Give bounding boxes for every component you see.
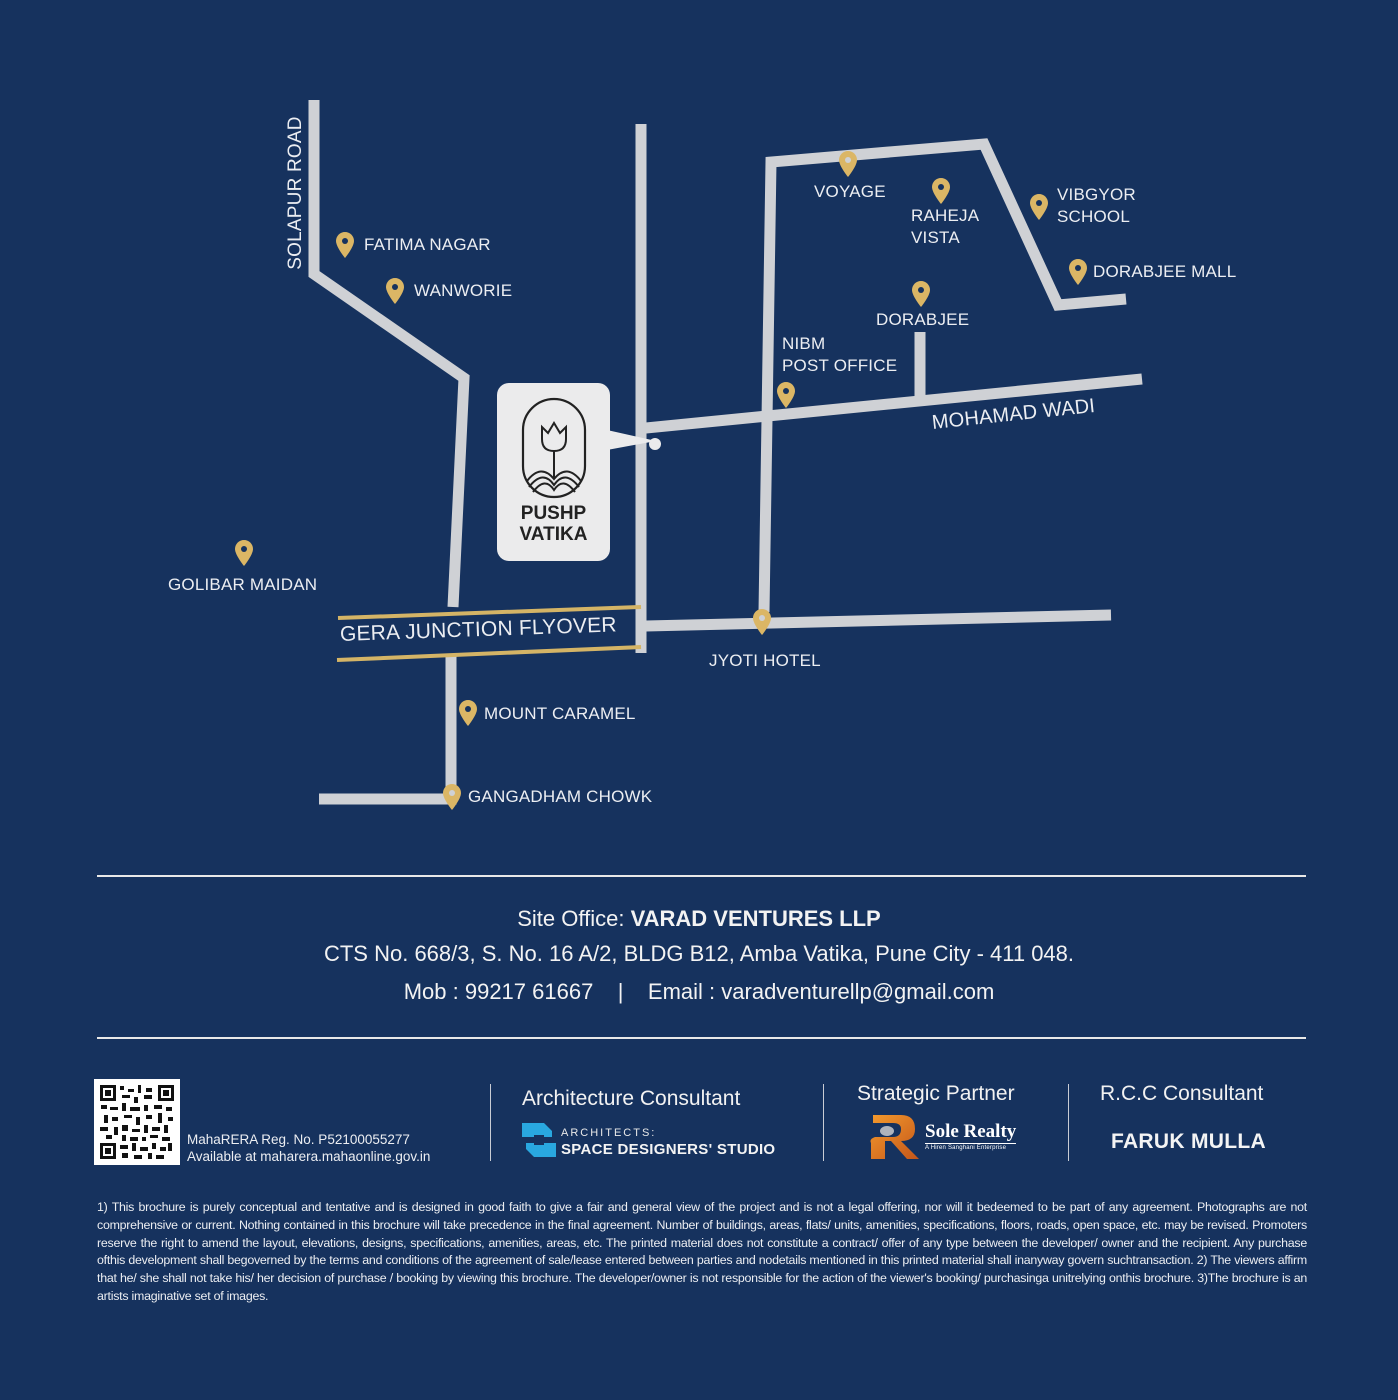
landmark-vibgyor-line1: VIBGYOR — [1057, 185, 1136, 204]
project-marker-card[interactable]: PUSHP VATIKA — [497, 383, 610, 561]
map-pin-icon — [777, 382, 795, 408]
landmark-nibm-line2: POST OFFICE — [782, 356, 898, 375]
strategic-partner-name: Sole Realty — [925, 1121, 1017, 1144]
space-designers-logo-icon — [522, 1123, 556, 1157]
road-label-solapur: SOLAPUR ROAD — [285, 116, 306, 270]
road-mount-caramel — [319, 656, 457, 805]
flyover-line-bottom — [336, 645, 642, 662]
project-name-line1: PUSHP — [520, 503, 587, 524]
tulip-logo-icon — [521, 397, 587, 499]
flyover-line-top — [337, 605, 642, 620]
landmark-vibgyor-line2: SCHOOL — [1057, 207, 1130, 226]
landmark-wanworie: WANWORIE — [414, 281, 513, 300]
landmark-vibgyor-school: VIBGYOR SCHOOL — [1057, 184, 1136, 228]
site-office-label: Site Office: — [517, 906, 631, 931]
strategic-partner-tagline: A Hiren Sanghani Enterprise — [925, 1145, 1007, 1151]
landmark-nibm-line1: NIBM — [782, 334, 826, 353]
project-callout-pointer — [607, 430, 656, 450]
map-pin-icon — [443, 784, 461, 810]
map-pin-icon — [932, 178, 950, 204]
strategic-partner-heading: Strategic Partner — [857, 1082, 1015, 1105]
map-pin-icon — [912, 281, 930, 307]
rera-info: MahaRERA Reg. No. P52100055277 Available… — [187, 1131, 430, 1165]
landmark-dorabjee: DORABJEE — [876, 310, 970, 329]
rcc-consultant-name: FARUK MULLA — [1111, 1130, 1266, 1153]
disclaimer-text: 1) This brochure is purely conceptual an… — [97, 1200, 1307, 1303]
company-name: VARAD VENTURES LLP — [630, 906, 881, 931]
map-pin-icon — [753, 609, 771, 635]
project-name-line2: VATIKA — [519, 524, 588, 545]
architecture-sub: ARCHITECTS: — [561, 1127, 657, 1139]
road-jyoti-hotel — [645, 609, 1112, 632]
road-nibm-loop — [758, 138, 1127, 613]
project-name: PUSHP VATIKA — [497, 503, 610, 545]
landmark-raheja-vista-line2: VISTA — [911, 228, 960, 247]
map-pin-icon — [386, 278, 404, 304]
project-location-dot — [649, 438, 661, 450]
office-address: CTS No. 668/3, S. No. 16 A/2, BLDG B12, … — [323, 941, 1075, 966]
landmark-golibar-maidan: GOLIBAR MAIDAN — [168, 575, 318, 594]
landmark-mount-caramel: MOUNT CARAMEL — [484, 704, 636, 723]
office-contact[interactable]: Mob : 99217 61667 | Email : varadventure… — [403, 979, 995, 1004]
map-pin-icon — [1030, 194, 1048, 220]
rera-reg-no: MahaRERA Reg. No. P52100055277 — [187, 1132, 410, 1147]
rera-website: Available at maharera.mahaonline.gov.in — [187, 1149, 431, 1164]
road-mohamad-wadi — [645, 373, 1143, 434]
map-pin-icon — [1069, 259, 1087, 285]
landmark-jyoti-hotel: JYOTI HOTEL — [709, 651, 821, 670]
landmark-raheja-vista-line1: RAHEJA — [911, 206, 980, 225]
map-pin-icon — [459, 700, 477, 726]
architecture-consultant-heading: Architecture Consultant — [522, 1087, 741, 1110]
landmark-nibm-post-office: NIBM POST OFFICE — [782, 333, 897, 377]
map-pin-icon — [839, 151, 857, 177]
map-pin-icon — [336, 232, 354, 258]
map-pin-icon — [235, 540, 253, 566]
rcc-consultant-heading: R.C.C Consultant — [1100, 1082, 1264, 1105]
site-office-line: Site Office: VARAD VENTURES LLP — [0, 906, 1398, 932]
landmark-gangadham-chowk: GANGADHAM CHOWK — [468, 787, 653, 806]
road-solapur — [308, 100, 470, 608]
divider-top — [97, 875, 1306, 877]
landmark-voyage: VOYAGE — [814, 182, 886, 201]
architecture-name: SPACE DESIGNERS' STUDIO — [561, 1141, 776, 1158]
qr-code-icon[interactable] — [94, 1079, 180, 1165]
sole-realty-logo-icon — [870, 1115, 919, 1159]
footer-divider-1 — [490, 1084, 491, 1161]
footer-divider-2 — [823, 1084, 824, 1161]
location-map — [308, 100, 1143, 805]
qr-code-pattern — [98, 1083, 176, 1161]
landmark-raheja-vista: RAHEJA VISTA — [911, 205, 979, 249]
divider-bottom — [97, 1037, 1306, 1039]
footer-divider-3 — [1068, 1084, 1069, 1161]
landmark-fatima-nagar: FATIMA NAGAR — [364, 235, 491, 254]
landmark-dorabjee-mall: DORABJEE MALL — [1093, 262, 1237, 281]
